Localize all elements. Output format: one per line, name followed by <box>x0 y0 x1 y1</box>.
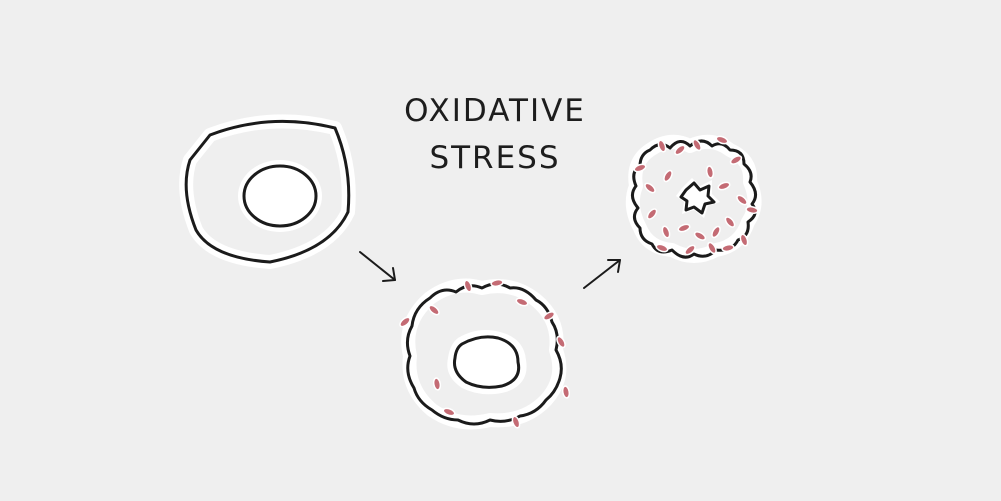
free-radical <box>490 278 504 288</box>
arrow-icon <box>359 251 396 282</box>
stressed-cell <box>399 278 571 430</box>
free-radical <box>655 243 669 253</box>
free-radical <box>705 165 715 179</box>
free-radical <box>717 181 731 191</box>
free-radical <box>693 231 707 241</box>
healthy-cell-nucleus <box>242 164 318 228</box>
stressed-cell-nucleus <box>453 335 521 389</box>
free-radical <box>515 297 529 307</box>
dying-cell <box>625 134 762 263</box>
dying-cell-cytoplasm <box>631 139 757 259</box>
free-radical <box>674 144 686 156</box>
free-radical <box>556 335 566 349</box>
free-radical-cluster <box>633 135 759 256</box>
free-radical <box>663 169 673 183</box>
free-radical <box>724 216 736 228</box>
free-radical <box>463 279 473 293</box>
free-radical <box>711 225 721 239</box>
free-radical <box>442 407 456 417</box>
free-radical <box>729 155 743 165</box>
nucleus-highlight <box>258 178 282 196</box>
free-radical <box>715 135 729 145</box>
free-radical <box>542 311 556 321</box>
stressed-nucleus-halo <box>447 330 527 395</box>
arrow-icon <box>583 259 621 289</box>
diagram-title: OXIDATIVE STRESS <box>390 88 600 181</box>
title-line-2: STRESS <box>429 139 561 176</box>
free-radical <box>707 241 717 255</box>
free-radical <box>511 415 521 429</box>
free-radical <box>677 223 691 233</box>
free-radical <box>633 163 647 173</box>
free-radical <box>646 208 658 220</box>
healthy-cell <box>179 114 356 269</box>
free-radical <box>428 304 440 316</box>
free-radical <box>692 138 702 152</box>
free-radical <box>657 139 667 153</box>
free-radical <box>399 316 411 328</box>
free-radical <box>684 244 696 256</box>
healthy-cell-cytoplasm <box>184 119 351 264</box>
free-radical-cluster <box>399 278 571 429</box>
free-radical <box>745 205 759 215</box>
free-radical <box>561 385 571 399</box>
free-radical <box>721 243 735 253</box>
free-radical <box>644 182 656 194</box>
title-line-1: OXIDATIVE <box>404 93 586 129</box>
healthy-cell-nucleus-halo <box>238 160 322 232</box>
free-radical <box>736 194 748 206</box>
free-radical <box>739 233 749 247</box>
free-radical <box>661 225 671 239</box>
free-radical <box>432 377 442 391</box>
dying-cell-nucleus <box>679 181 716 215</box>
